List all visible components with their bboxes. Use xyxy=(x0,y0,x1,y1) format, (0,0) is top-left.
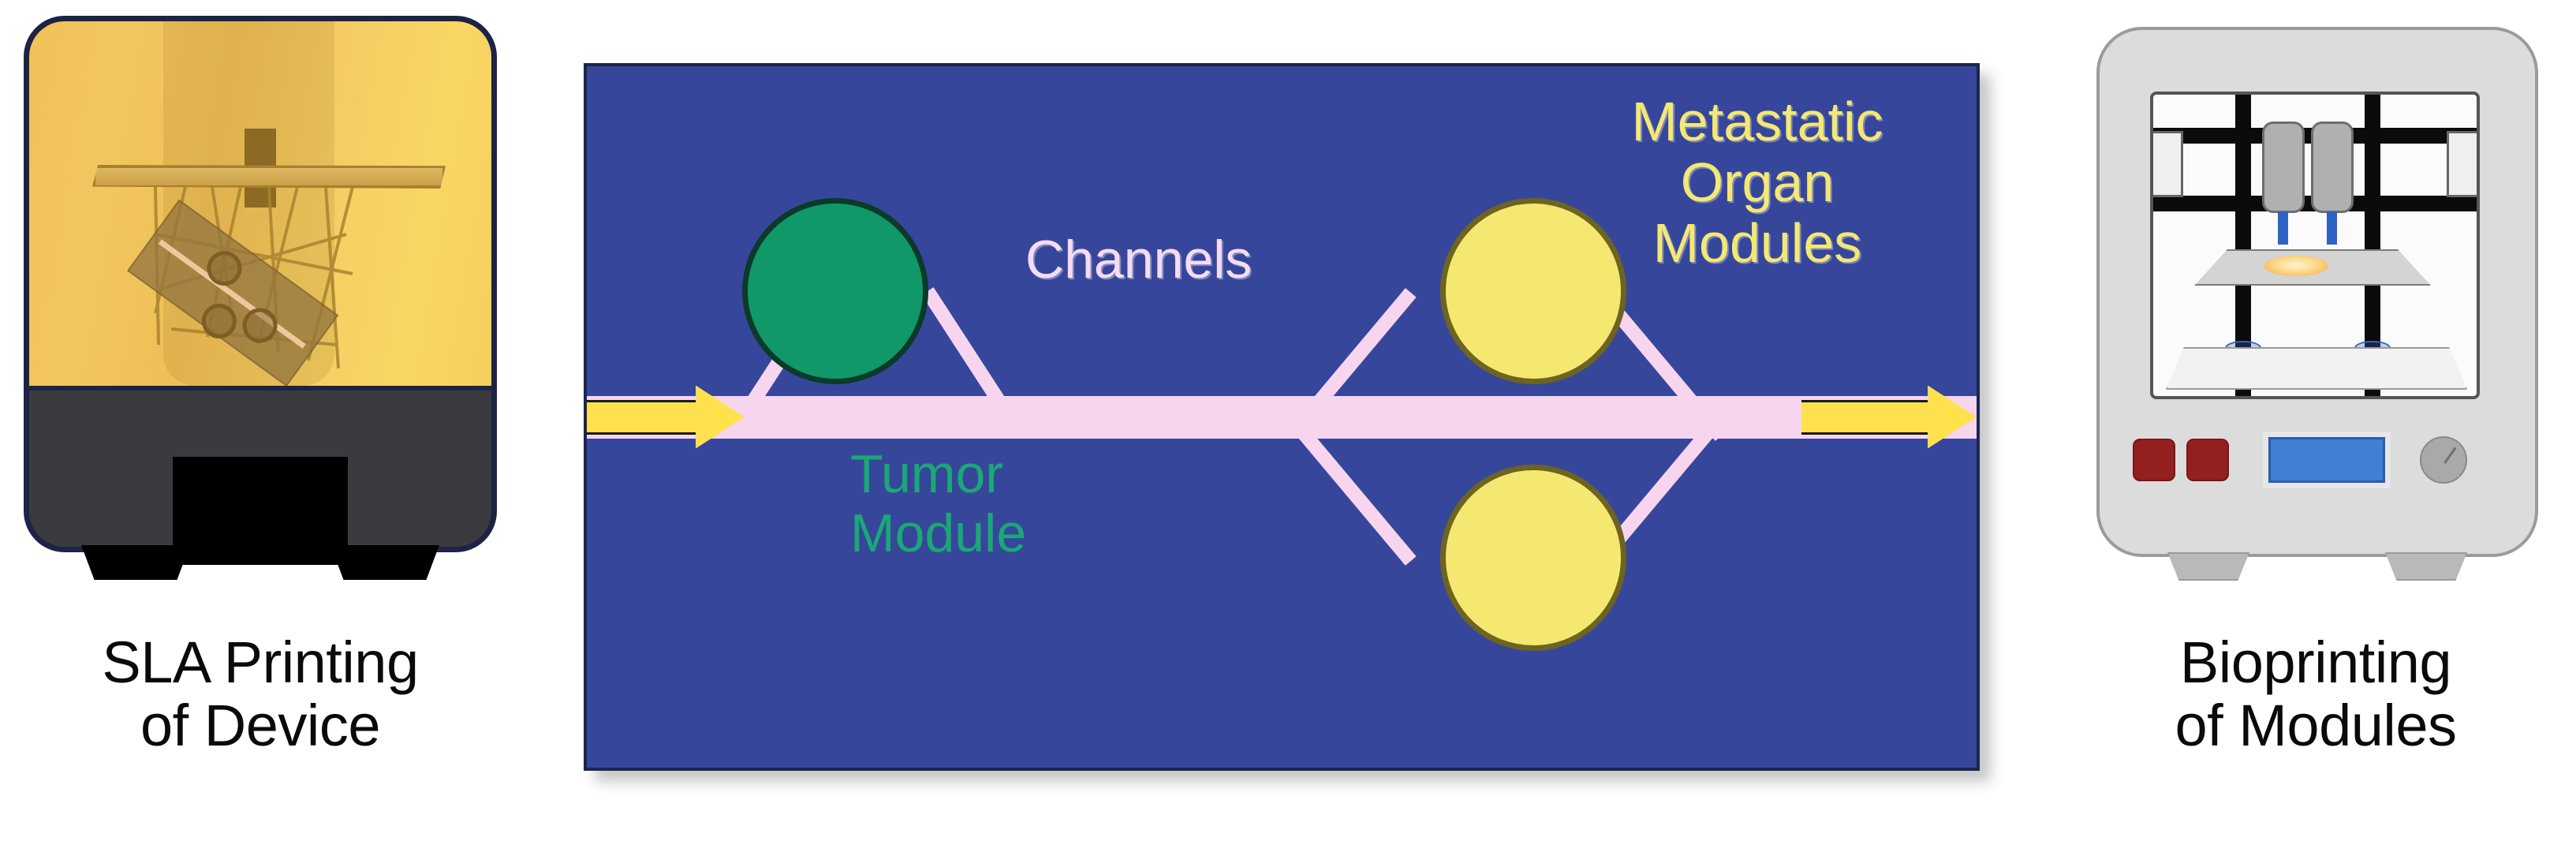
bioprinter-rail-cap-left xyxy=(2153,131,2183,197)
sla-printer-screen[interactable] xyxy=(173,457,348,565)
bioprinter-rail-vertical-right xyxy=(2365,95,2380,396)
outlet-arrow-head xyxy=(1928,385,1977,449)
bioprinting-caption: Bioprinting of Modules xyxy=(2055,631,2576,757)
bioprinter-nozzle-right xyxy=(2327,211,2337,245)
sla-caption: SLA Printing of Device xyxy=(0,631,521,757)
bioprinter-foot-right xyxy=(2385,552,2467,581)
tumor-module[interactable] xyxy=(742,198,928,384)
bioprinter-illustration xyxy=(2096,27,2538,581)
outlet-flow-arrow xyxy=(1801,385,1977,449)
bioprinter-rail-vertical-left xyxy=(2235,95,2251,396)
inlet-arrow-shaft xyxy=(587,399,707,435)
metastatic-organ-modules-label: Metastatic Organ Modules xyxy=(1631,91,1883,274)
bioprinter-knob[interactable] xyxy=(2420,436,2467,484)
sla-printing-panel: SLA Printing of Device xyxy=(0,0,521,841)
sla-printer-foot-left xyxy=(81,545,190,580)
microfluidic-device-diagram: Metastatic Organ Modules Channels Tumor … xyxy=(584,63,1980,771)
bioprinter-button-2[interactable] xyxy=(2186,439,2229,481)
bioprinter-bed xyxy=(2166,347,2467,390)
bioprinter-rail-cap-right xyxy=(2447,131,2477,197)
inlet-arrow-head xyxy=(696,385,745,449)
bioprinter-extruder-left[interactable] xyxy=(2262,121,2305,213)
bioprinter-button-1[interactable] xyxy=(2133,439,2175,481)
bioprinter-extruder-right[interactable] xyxy=(2311,121,2354,213)
main-channel xyxy=(587,395,1977,439)
channel-branch-organ-lower-in xyxy=(1293,422,1417,566)
channels-label: Channels xyxy=(1025,230,1253,290)
sla-caption-line-1: SLA Printing xyxy=(102,630,419,695)
sla-printer-illustration xyxy=(24,16,497,580)
sla-caption-line-2: of Device xyxy=(140,692,380,758)
bioprinted-module xyxy=(2264,256,2328,276)
bioprinter-nozzle-left xyxy=(2278,211,2288,245)
inlet-flow-arrow xyxy=(587,385,745,449)
sla-part-module-node xyxy=(200,244,249,293)
sla-part-module-node xyxy=(235,301,284,350)
tumor-module-label: Tumor Module xyxy=(850,444,1027,563)
bioprinting-caption-line-2: of Modules xyxy=(2175,692,2457,758)
bioprinter-display[interactable] xyxy=(2268,437,2385,483)
sla-build-plate xyxy=(92,165,446,189)
metastatic-organ-module-upper[interactable] xyxy=(1440,198,1626,384)
bioprinter-build-chamber xyxy=(2150,92,2480,399)
bioprinting-panel: Bioprinting of Modules xyxy=(2055,0,2576,841)
bioprinter-foot-left xyxy=(2167,552,2249,581)
bioprinting-caption-line-1: Bioprinting xyxy=(2179,630,2452,695)
sla-printer-hood xyxy=(29,21,491,391)
metastatic-organ-module-lower[interactable] xyxy=(1440,465,1626,651)
sla-printer-foot-right xyxy=(330,545,439,580)
outlet-arrow-shaft xyxy=(1801,399,1937,435)
